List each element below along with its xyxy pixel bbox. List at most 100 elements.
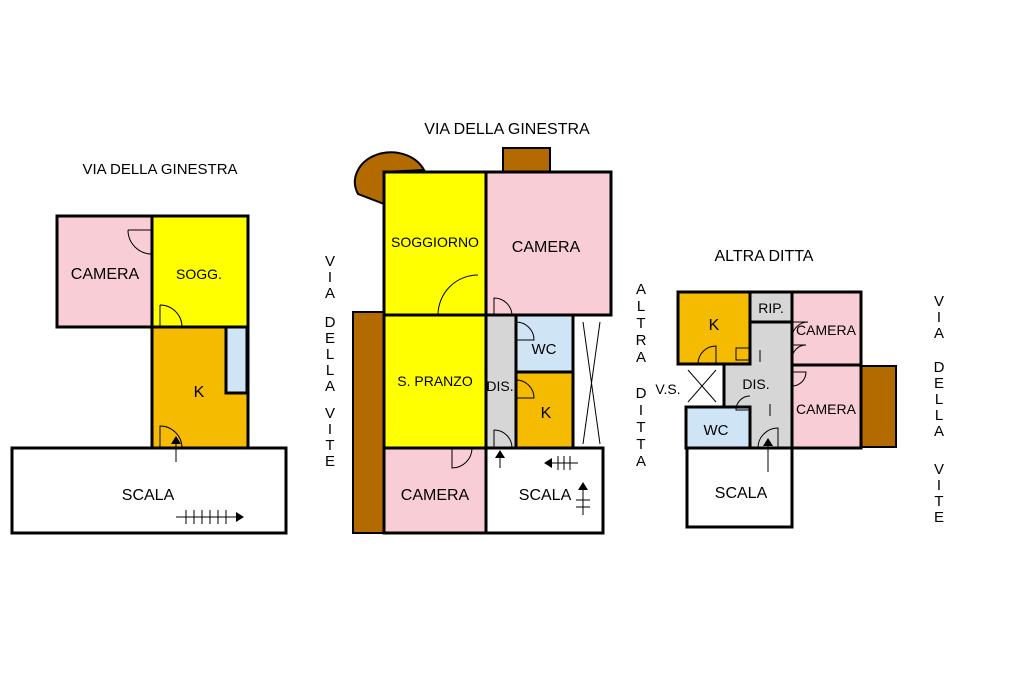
street-letter: I [328, 269, 332, 286]
room-camera-top-right [790, 290, 863, 367]
street-letter: L [935, 391, 943, 408]
void-x-icon [582, 321, 601, 445]
room-label-camera-top: CAMERA [512, 239, 581, 256]
street-letter: D [636, 385, 647, 402]
street-letter: A [325, 378, 335, 395]
street-letter: T [636, 436, 645, 453]
room-s-pranzo [382, 313, 488, 450]
room-label-dis: DIS. [742, 376, 769, 392]
street-letter: R [636, 332, 647, 349]
room-camera-bottom-center [382, 446, 488, 535]
room-label-s-pranzo: S. PRANZO [397, 373, 473, 389]
street-letter: I [937, 309, 941, 326]
street-letter: A [636, 349, 646, 366]
street-letter: A [325, 285, 335, 302]
room-label-rip: RIP. [758, 300, 783, 316]
entry-arrow-icon [495, 450, 505, 458]
plan-right: ALTRA DITTA K RIP. CAMERA V.S. DIS. [655, 248, 945, 529]
street-letter: E [325, 330, 335, 347]
room-label-k: K [194, 384, 205, 401]
door-arc-icon [437, 274, 479, 316]
street-label-altra-ditta: ALTRA DITTA [715, 248, 814, 265]
street-letter: T [934, 493, 943, 510]
street-letter: V [934, 293, 944, 310]
room-camera-left [55, 214, 154, 329]
street-letter: E [934, 509, 944, 526]
door-arc-icon [791, 321, 809, 339]
door-arc-icon [791, 344, 807, 360]
street-letter: A [934, 423, 944, 440]
door-arc-icon [515, 379, 535, 399]
street-label-altra-ditta-center: A L T R A D I T T A [636, 281, 647, 470]
street-letter: V [325, 405, 335, 422]
stair-steps-icon [544, 456, 590, 515]
street-letter: T [325, 437, 334, 454]
room-label-wc: WC [704, 422, 729, 439]
street-letter: E [325, 453, 335, 470]
balcony-round [353, 151, 426, 206]
room-label-soggiorno: SOGGIORNO [391, 234, 479, 250]
street-letter: L [326, 346, 334, 363]
room-label-wc: WC [532, 341, 557, 358]
street-letter: E [934, 375, 944, 392]
street-letter: L [935, 407, 943, 424]
room-label-scala: SCALA [122, 487, 175, 504]
street-label-via-della-vite-right: V I A D E L L A V I T E [934, 293, 945, 526]
room-label-dis: DIS. [486, 378, 513, 394]
street-letter: A [636, 281, 646, 298]
street-letter: V [325, 253, 335, 270]
street-letter: I [639, 402, 643, 419]
room-dis-center [484, 313, 518, 450]
entry-arrow-icon [763, 438, 773, 446]
balcony-top [502, 147, 551, 173]
door-arc-icon [127, 229, 153, 255]
void-x-icon [687, 369, 717, 403]
street-letter: D [934, 359, 945, 376]
stair-steps-icon [176, 510, 244, 524]
room-label-vs: V.S. [655, 381, 680, 397]
door-arc-icon [735, 395, 751, 411]
street-letter: L [326, 362, 334, 379]
street-letter: T [636, 315, 645, 332]
street-letter: A [636, 453, 646, 470]
street-label-via-della-ginestra-left: VIA DELLA GINESTRA [82, 161, 237, 178]
plan-center: VIA DELLA GINESTRA [325, 121, 647, 535]
street-letter: D [325, 314, 336, 331]
street-label-via-della-vite-center: V I A D E L L A V I T E [325, 253, 336, 470]
door-arc-icon [757, 427, 779, 449]
balcony-left [352, 311, 385, 534]
room-label-camera-bottom: CAMERA [796, 401, 857, 417]
door-arc-icon [697, 345, 717, 365]
room-label-camera-top: CAMERA [796, 322, 857, 338]
entry-arrow-icon [171, 436, 181, 444]
room-stairs-right [685, 446, 794, 529]
plan-left: VIA DELLA GINESTRA CAMERA SOGG. K SCALA [10, 161, 288, 535]
street-label-via-della-ginestra-center: VIA DELLA GINESTRA [424, 121, 590, 138]
door-arc-icon [159, 304, 183, 328]
room-label-k: K [709, 317, 720, 334]
street-letter: T [636, 419, 645, 436]
door-arc-icon [515, 321, 535, 341]
room-label-scala: SCALA [519, 487, 572, 504]
room-soggiorno-left [150, 214, 250, 329]
street-letter: I [328, 421, 332, 438]
room-label-sogg: SOGG. [176, 266, 222, 282]
room-kitchen-right [676, 290, 752, 366]
door-arc-icon [159, 425, 183, 449]
street-letter: L [637, 298, 645, 315]
room-label-camera-bottom: CAMERA [401, 487, 470, 504]
door-arc-icon [493, 429, 513, 449]
closet-left [224, 325, 249, 395]
door-arc-icon [735, 347, 751, 361]
street-letter: I [937, 477, 941, 494]
room-label-scala: SCALA [715, 485, 768, 502]
door-arc-icon [791, 371, 807, 387]
balcony-right [860, 365, 897, 448]
room-camera-top-center [484, 170, 613, 317]
street-letter: A [934, 325, 944, 342]
room-label-k: K [541, 405, 552, 422]
door-arc-icon [451, 447, 473, 469]
room-label-camera: CAMERA [71, 266, 140, 283]
street-letter: V [934, 461, 944, 478]
